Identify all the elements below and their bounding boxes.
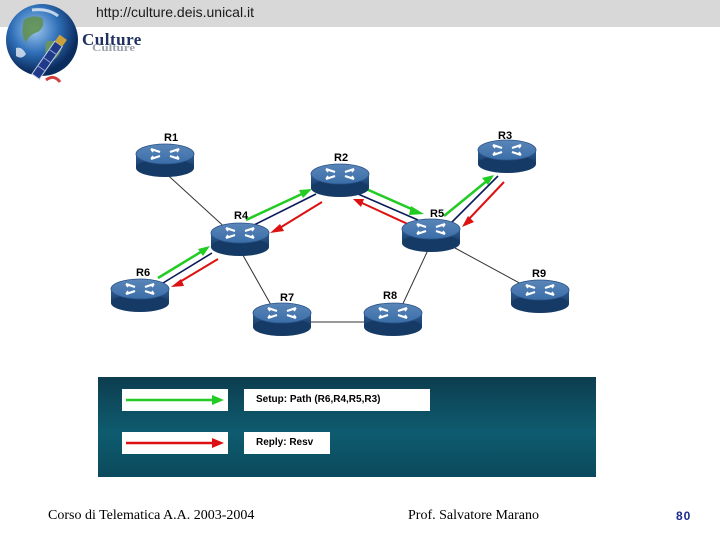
router-label-r8: R8: [383, 290, 398, 302]
reply-arrow-r3-r5: [467, 181, 505, 221]
router-r9-icon: [509, 278, 571, 315]
logo-globe-icon: [2, 2, 142, 112]
router-r3-icon: [476, 138, 538, 175]
reply-arrow-r5-r2: [361, 202, 413, 227]
router-label-r6: R6: [136, 267, 151, 279]
footer-professor: Prof. Salvatore Marano: [408, 508, 540, 523]
link-r8-r5: [399, 249, 429, 311]
router-label-r1: R1: [164, 132, 179, 144]
logo-text: Culture: [82, 30, 142, 49]
setup-arrow-r6-r4: [157, 248, 205, 280]
link-r4-r2: [251, 193, 317, 227]
router-r4-icon: [209, 221, 271, 258]
legend-setup-swatch: [122, 389, 228, 411]
page-number: 80: [676, 509, 692, 523]
router-label-r7: R7: [280, 292, 295, 304]
router-r8-icon: [362, 301, 424, 338]
setup-arrow-r5-r3: [443, 179, 489, 217]
router-label-r2: R2: [334, 152, 349, 164]
link-r5-r3: [451, 175, 499, 223]
legend-reply-swatch: [122, 432, 228, 454]
setup-arrow-r4-r2: [245, 191, 305, 222]
router-label-r5: R5: [430, 208, 445, 220]
link-r1-r4: [159, 167, 231, 233]
router-r5-icon: [400, 217, 462, 254]
logo-text-shadow: Culture: [92, 41, 136, 54]
footer-course: Corso di Telematica A.A. 2003-2004: [48, 508, 255, 523]
router-r2-icon: [309, 162, 371, 199]
router-r1-icon: [134, 142, 196, 179]
router-label-r3: R3: [498, 130, 513, 142]
legend-setup-label: Setup: Path (R6,R4,R5,R3): [244, 389, 430, 411]
router-label-r4: R4: [234, 210, 249, 222]
link-r5-r9: [454, 247, 526, 287]
link-r4-r7: [239, 249, 276, 313]
link-r2-r5: [357, 193, 419, 221]
legend-reply-label: Reply: Resv: [244, 432, 330, 454]
header-url: http://culture.deis.unical.it: [96, 4, 254, 20]
router-r6-icon: [109, 277, 171, 314]
reply-arrow-r4-r6: [177, 258, 219, 284]
reply-arrow-r2-r4: [277, 201, 323, 230]
header-bar: [0, 0, 720, 27]
router-r7-icon: [251, 301, 313, 338]
router-label-r9: R9: [532, 268, 547, 280]
setup-arrow-r2-r5: [363, 186, 417, 213]
link-r6-r4: [162, 252, 213, 284]
